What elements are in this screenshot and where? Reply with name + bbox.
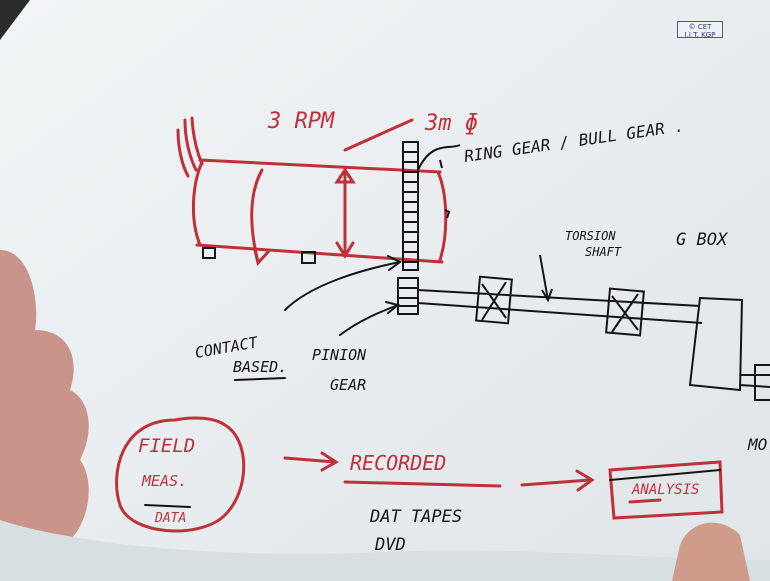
based-label: BASED. (233, 358, 287, 376)
gearbox-label: G BOX (676, 230, 729, 250)
analysis-label: ANALYSIS (631, 482, 699, 498)
data-label: DATA (154, 511, 186, 526)
speed-label: 3 RPM (267, 109, 335, 134)
dvd-label: DVD (374, 535, 406, 555)
motor-label: MO (747, 435, 767, 454)
meas-label: MEAS. (141, 472, 187, 490)
badge-line-1: © CET (678, 23, 722, 31)
field-label: FIELD (138, 435, 195, 457)
torsion-label: TORSION (565, 229, 616, 243)
dat-tapes-label: DAT TAPES (369, 507, 462, 527)
badge-line-2: I.I.T. KGP (678, 31, 722, 39)
cet-iit-kgp-badge: © CET I.I.T. KGP (677, 21, 723, 38)
diameter-label: 3m ɸ (424, 111, 478, 136)
gear-label: GEAR (330, 376, 366, 394)
pinion-label: PINION (312, 346, 367, 364)
recorded-label: RECORDED (350, 451, 446, 475)
shaft-label: SHAFT (585, 245, 622, 259)
